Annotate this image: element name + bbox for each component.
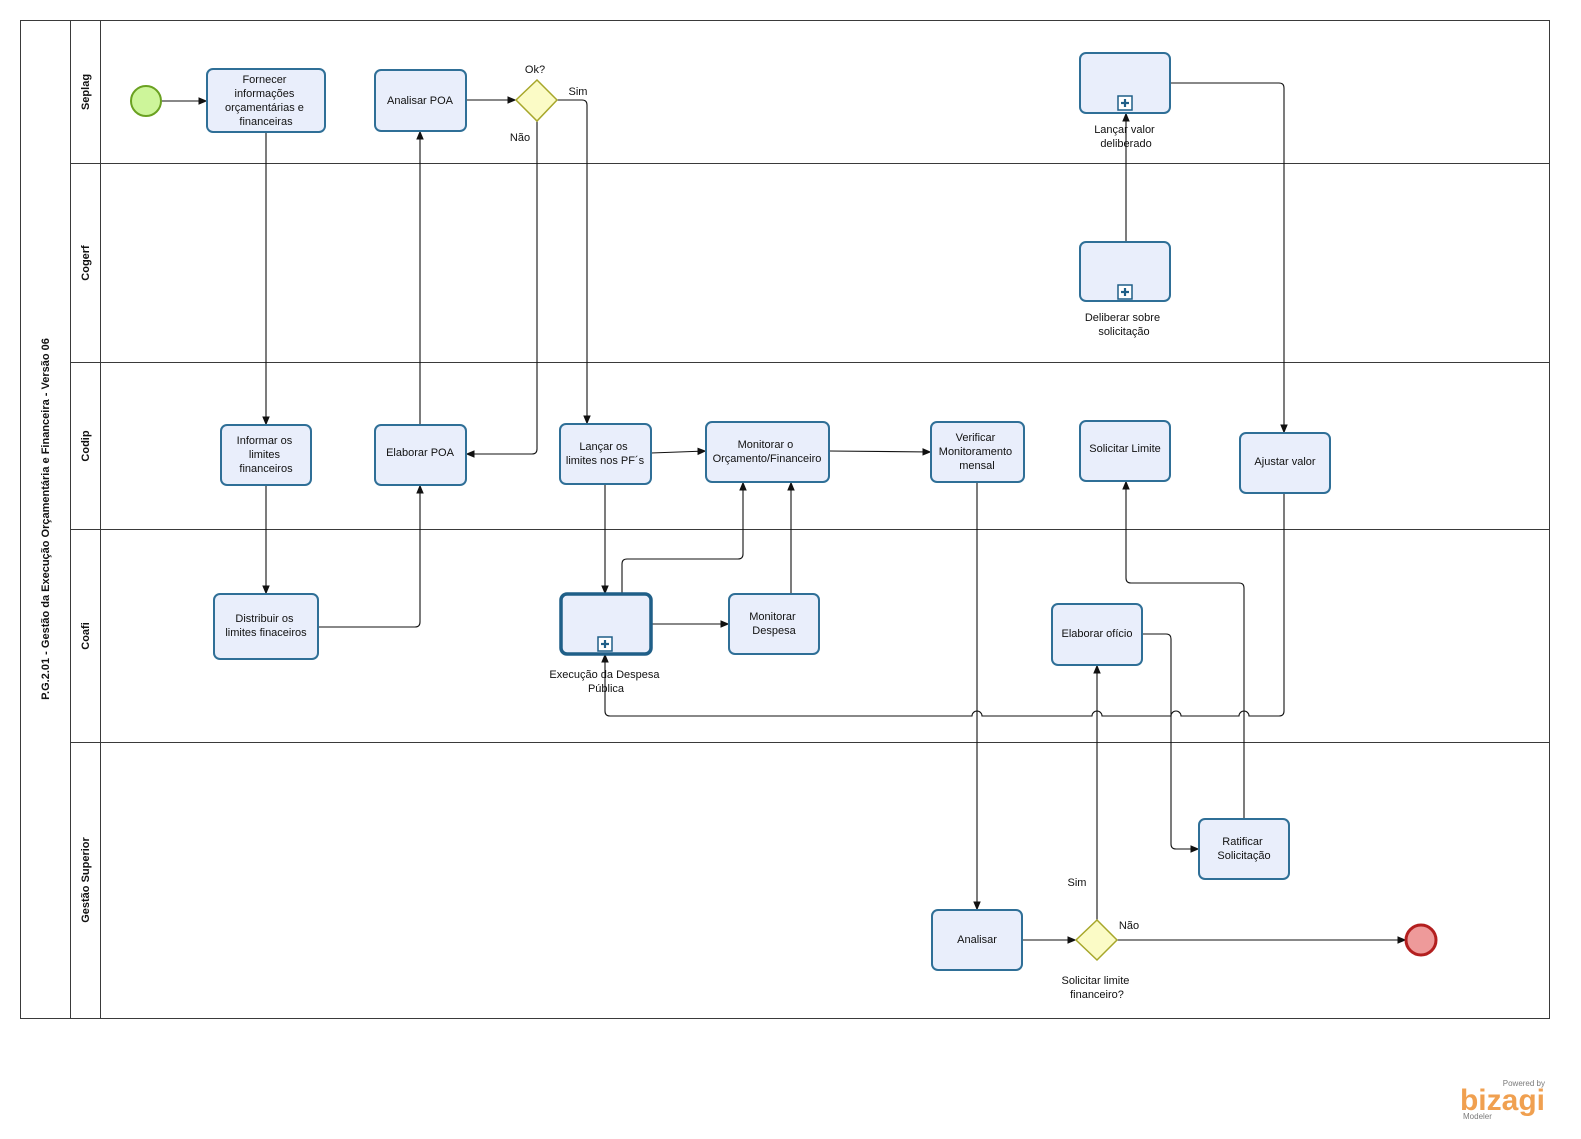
task-fornecer-informacoes[interactable]: Fornecer informações orçamentárias e fin… xyxy=(206,68,326,133)
lane-gestao-superior: Gestão Superior xyxy=(80,836,92,922)
svg-text:Monitorar o Orçamento/Fi: Monitorar o Orçamento/Financeiro xyxy=(713,439,822,465)
svg-text:Verificar Monitoramento: Verificar Monitoramento mensal xyxy=(939,432,1015,472)
gateway-solicitar-label: Solicitar limite financeiro? xyxy=(1062,975,1133,1001)
task-ajustar-valor[interactable]: Ajustar valor xyxy=(1239,432,1331,494)
start-event[interactable] xyxy=(130,85,162,117)
task-monitorar-orcamento[interactable]: Monitorar o Orçamento/Financeiro xyxy=(705,421,830,483)
lane-cogerf: Cogerf xyxy=(80,245,92,281)
svg-text:Informar os limites: Informar os limites financeiros xyxy=(237,435,296,475)
svg-text:Lançar valor deliberado: Lançar valor deliberado xyxy=(1094,124,1158,150)
task-verificar-monitoramento[interactable]: Verificar Monitoramento mensal xyxy=(930,421,1025,483)
subprocess-deliberar-solicitacao[interactable]: Deliberar sobre solicitação xyxy=(1079,241,1171,338)
svg-text:Elaborar ofício: Elaborar ofício xyxy=(1062,628,1133,640)
task-ratificar-solicitacao[interactable]: Ratificar Solicitação xyxy=(1198,818,1290,880)
gateway-ok[interactable] xyxy=(514,78,559,123)
subprocess-execucao-despesa[interactable]: Execução da Despesa Pública xyxy=(549,592,662,695)
lane-coafi: Coafi xyxy=(80,622,92,650)
task-monitorar-despesa[interactable]: Monitorar Despesa xyxy=(728,593,820,655)
svg-text:Lançar os limites nos PF: Lançar os limites nos PF´s xyxy=(566,441,645,467)
svg-text:Analisar POA: Analisar POA xyxy=(387,95,454,107)
pool-title: P.G.2.01 - Gestão da Execução Orçamentár… xyxy=(40,338,52,700)
task-solicitar-limite[interactable]: Solicitar Limite xyxy=(1079,420,1171,482)
svg-text:Distribuir os limites fi: Distribuir os limites finaceiros xyxy=(225,613,307,639)
task-informar-limites[interactable]: Informar os limites financeiros xyxy=(220,424,312,486)
task-elaborar-oficio[interactable]: Elaborar ofício xyxy=(1051,603,1143,666)
gateway-ok-no: Não xyxy=(510,132,530,144)
svg-text:bizagi: bizagi xyxy=(1460,1084,1545,1117)
lane-seplag: Seplag xyxy=(80,74,92,110)
svg-text:Modeler: Modeler xyxy=(1463,1112,1492,1121)
task-lancar-limites[interactable]: Lançar os limites nos PF´s xyxy=(559,423,652,485)
gateway-ok-yes: Sim xyxy=(569,86,588,98)
svg-text:Elaborar POA: Elaborar POA xyxy=(386,447,455,459)
gateway-solicitar-yes: Sim xyxy=(1068,877,1087,889)
svg-text:Ratificar Solicitação: Ratificar Solicitação xyxy=(1217,836,1270,862)
svg-text:Execução da Despesa Públ: Execução da Despesa Pública xyxy=(549,669,662,695)
svg-text:Ajustar valor: Ajustar valor xyxy=(1254,456,1315,468)
subprocess-lancar-valor-deliberado[interactable]: Lançar valor deliberado xyxy=(1079,52,1171,150)
bizagi-logo: Powered by bizagi Modeler xyxy=(1460,1079,1545,1121)
svg-text:Deliberar sobre solicit: Deliberar sobre solicitação xyxy=(1085,312,1163,338)
gateway-solicitar-no: Não xyxy=(1119,920,1139,932)
svg-text:Powered by: Powered by xyxy=(1503,1079,1545,1088)
task-elaborar-poa[interactable]: Elaborar POA xyxy=(374,424,467,486)
pool-frame xyxy=(20,20,1550,1019)
task-analisar[interactable]: Analisar xyxy=(931,909,1023,971)
task-distribuir-limites[interactable]: Distribuir os limites finaceiros xyxy=(213,593,319,660)
sequence-flows xyxy=(162,82,1407,944)
gateway-ok-label: Ok? xyxy=(525,64,545,76)
lane-codip: Codip xyxy=(80,430,92,461)
task-analisar-poa[interactable]: Analisar POA xyxy=(374,69,467,132)
end-event[interactable] xyxy=(1404,923,1438,957)
svg-text:Analisar: Analisar xyxy=(957,934,997,946)
svg-text:Solicitar Limite: Solicitar Limite xyxy=(1089,443,1161,455)
gateway-solicitar-limite[interactable] xyxy=(1074,918,1119,962)
svg-text:Monitorar Despesa: Monitorar Despesa xyxy=(749,611,799,637)
svg-text:Fornecer informações: Fornecer informações orçamentárias e fin… xyxy=(225,74,307,128)
